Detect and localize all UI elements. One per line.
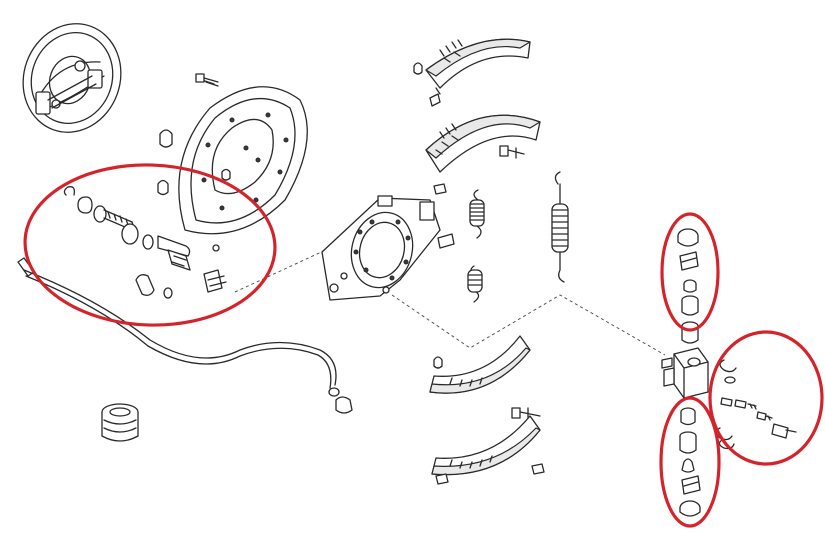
assembly-guide-lines — [234, 247, 666, 356]
anchor-plate — [321, 195, 455, 301]
backing-plate — [157, 73, 308, 235]
return-springs — [467, 171, 569, 303]
wheel-cylinder-parts-bottom — [679, 407, 701, 517]
brake-backing-plate-assembly — [22, 23, 122, 133]
parking-brake-cable — [17, 257, 353, 414]
highlight-top-column — [660, 212, 720, 332]
bushing-part — [101, 403, 139, 442]
highlight-left-parts — [23, 163, 277, 327]
brake-shoe-bottom-2 — [431, 415, 545, 485]
wheel-cylinder-parts-left — [63, 186, 227, 299]
brake-shoe-top-1 — [413, 38, 531, 107]
brake-shoe-top-2 — [425, 114, 541, 195]
wheel-cylinder-body — [661, 347, 709, 399]
highlight-bottom-column — [659, 396, 721, 528]
bleeder-and-bolt-parts — [715, 359, 797, 450]
brake-shoe-bottom-1 — [429, 335, 541, 419]
highlight-circles — [23, 163, 824, 528]
highlight-right-parts — [708, 330, 824, 466]
